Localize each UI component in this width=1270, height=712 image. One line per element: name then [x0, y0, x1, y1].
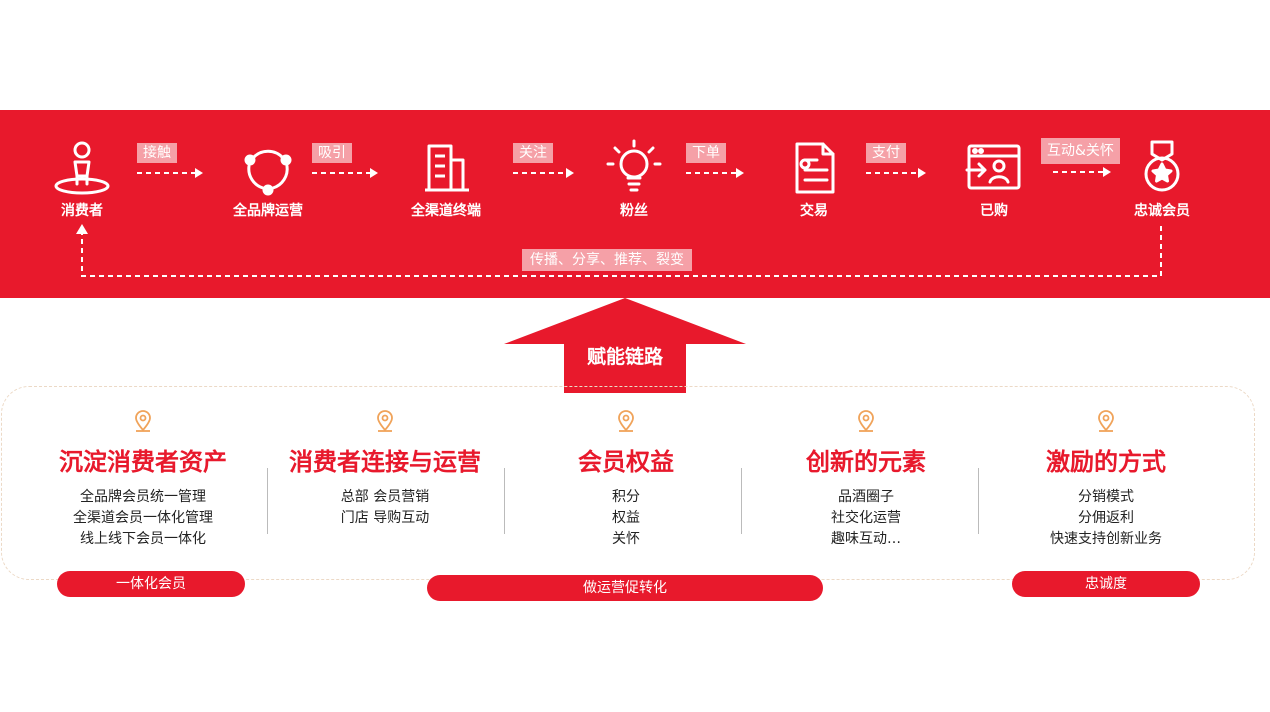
column-connect-operate: 消费者连接与运营 总部 会员营销 门店 导购互动 — [270, 410, 500, 529]
column-line: 全渠道会员一体化管理 — [73, 510, 213, 526]
building-icon — [425, 144, 469, 192]
loop-back-arrow-icon — [76, 224, 1162, 277]
column-divider — [504, 468, 505, 534]
column-line: 趣味互动… — [831, 531, 901, 547]
screen-user-icon — [965, 144, 1021, 190]
column-line: 品酒圈子 — [838, 489, 894, 505]
location-pin-icon — [377, 410, 393, 432]
location-pin-icon — [858, 410, 874, 432]
medal-icon — [1144, 140, 1180, 192]
pill-loyalty: 忠诚度 — [1012, 571, 1200, 597]
node-purchased: 已购 — [929, 138, 1059, 220]
node-brand-ops: 全品牌运营 — [203, 138, 333, 220]
node-label: 粉丝 — [620, 203, 648, 219]
dashed-arrow-right-icon — [1053, 167, 1111, 177]
column-divider — [741, 468, 742, 534]
column-incentives: 激励的方式 分销模式 分佣返利 快速支持创新业务 — [991, 410, 1221, 550]
column-title: 消费者连接与运营 — [289, 448, 481, 476]
column-line: 分佣返利 — [1078, 510, 1134, 526]
column-member-rights: 会员权益 积分 权益 关怀 — [511, 410, 741, 550]
connector-label: 互动&关怀 — [1041, 138, 1120, 164]
location-pin-icon — [1098, 410, 1114, 432]
node-transaction: 交易 — [749, 138, 879, 220]
lightbulb-icon — [606, 139, 662, 192]
column-line: 快速支持创新业务 — [1050, 531, 1162, 547]
connector-pay: 支付 — [864, 143, 928, 183]
arrow-label: 赋能链路 — [586, 346, 663, 368]
column-title: 会员权益 — [578, 448, 674, 476]
column-line: 权益 — [612, 510, 640, 526]
dashed-arrow-right-icon — [312, 168, 378, 178]
connector-order: 下单 — [684, 143, 746, 183]
dashed-arrow-right-icon — [866, 168, 926, 178]
node-label: 全渠道终端 — [411, 203, 481, 219]
connector-interact-care: 互动&关怀 — [1041, 138, 1127, 184]
column-title: 创新的元素 — [806, 448, 926, 476]
document-icon — [795, 142, 835, 194]
column-line: 社交化运营 — [831, 510, 901, 526]
column-line: 积分 — [612, 489, 640, 505]
column-title: 沉淀消费者资产 — [59, 448, 227, 476]
column-line: 分销模式 — [1078, 489, 1134, 505]
node-label: 消费者 — [61, 203, 103, 219]
column-consumer-assets: 沉淀消费者资产 全品牌会员统一管理 全渠道会员一体化管理 线上线下会员一体化 — [28, 410, 258, 550]
upward-arrow-icon — [504, 298, 746, 393]
location-pin-icon — [618, 410, 634, 432]
column-innovation: 创新的元素 品酒圈子 社交化运营 趣味互动… — [751, 410, 981, 550]
node-fans: 粉丝 — [569, 138, 699, 220]
column-line: 线上线下会员一体化 — [80, 531, 206, 547]
dashed-arrow-right-icon — [686, 168, 744, 178]
node-consumer: 消费者 — [17, 138, 147, 220]
node-label: 交易 — [800, 203, 828, 219]
consumer-figure-icon — [54, 141, 110, 195]
connector-label: 接触 — [137, 143, 177, 163]
column-divider — [267, 468, 268, 534]
column-title: 激励的方式 — [1046, 448, 1166, 476]
node-all-channel: 全渠道终端 — [381, 138, 511, 220]
node-label: 忠诚会员 — [1134, 203, 1190, 219]
pill-operate-convert: 做运营促转化 — [427, 575, 823, 601]
node-label: 全品牌运营 — [233, 203, 303, 219]
connector-contact: 接触 — [135, 143, 205, 183]
column-divider — [978, 468, 979, 534]
connector-follow: 关注 — [511, 143, 576, 183]
node-loyal-member: 忠诚会员 — [1097, 138, 1227, 220]
column-line: 门店 导购互动 — [340, 510, 430, 526]
column-line: 全品牌会员统一管理 — [80, 489, 206, 505]
connector-label: 下单 — [686, 143, 726, 163]
connector-label: 关注 — [513, 143, 553, 163]
loop-label: 传播、分享、推荐、裂变 — [522, 249, 692, 271]
pill-integrated-member: 一体化会员 — [57, 571, 245, 597]
connector-attract: 吸引 — [310, 143, 380, 183]
location-pin-icon — [135, 410, 151, 432]
connector-label: 支付 — [866, 143, 906, 163]
column-line: 总部 会员营销 — [340, 489, 430, 505]
dashed-arrow-right-icon — [513, 168, 574, 178]
column-line: 关怀 — [612, 531, 640, 547]
dashed-arrow-right-icon — [137, 168, 203, 178]
connector-label: 吸引 — [312, 143, 352, 163]
network-nodes-icon — [244, 149, 292, 196]
node-label: 已购 — [980, 203, 1008, 219]
